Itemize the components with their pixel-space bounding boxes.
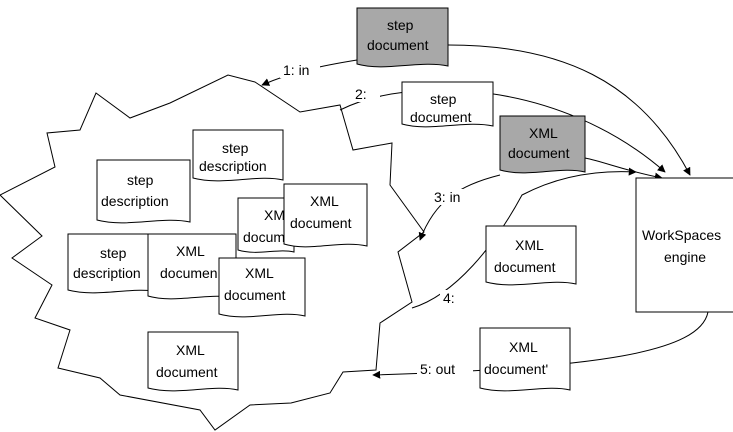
svg-text:document: document	[156, 364, 218, 380]
svg-text:XML: XML	[176, 243, 205, 259]
svg-text:step: step	[100, 245, 127, 261]
store-xml-document-3: XML document	[283, 183, 368, 248]
store-step-description-2: step description	[96, 159, 191, 224]
svg-text:description: description	[101, 193, 169, 209]
doc-step-document-in: step document	[356, 7, 449, 68]
engine-label-line1: WorkSpaces	[642, 227, 721, 243]
svg-text:description: description	[199, 158, 267, 174]
svg-text:XML: XML	[310, 193, 339, 209]
svg-text:docum: docum	[243, 229, 285, 245]
svg-text:XML: XML	[245, 265, 274, 281]
svg-text:document: document	[494, 259, 556, 275]
svg-text:step: step	[222, 140, 249, 156]
edge-label-2: 2:	[355, 86, 367, 102]
workspaces-engine	[635, 177, 733, 313]
edge-4	[411, 167, 637, 309]
doc-xml-document-4: XML document	[485, 225, 577, 286]
svg-text:document': document'	[484, 361, 548, 377]
edge-xml-to-engine	[584, 157, 663, 181]
svg-text:documen: documen	[160, 265, 218, 281]
engine-label-line2: engine	[664, 249, 706, 265]
store-xml-document-4: XML document	[218, 257, 306, 318]
doc-xml-document-gray: XML document	[499, 115, 586, 174]
store-xml-document-1: XML documen	[147, 233, 237, 300]
doc-xml-document-out: XML document'	[479, 327, 571, 392]
store-step-description-1: step description	[192, 129, 284, 182]
svg-text:document: document	[224, 287, 286, 303]
svg-text:step: step	[127, 172, 154, 188]
svg-text:XML: XML	[509, 339, 538, 355]
svg-text:document: document	[367, 37, 429, 53]
store-xml-document-5: XML document	[147, 331, 239, 392]
edge-label-1: 1: in	[283, 62, 309, 78]
edge-label-5: 5: out	[420, 361, 455, 377]
svg-text:step: step	[430, 91, 457, 107]
doc-step-document-2: step document	[401, 81, 494, 128]
store-step-description-3: step description	[67, 233, 161, 294]
svg-text:XML: XML	[529, 125, 558, 141]
edge-label-4: 4:	[443, 290, 455, 306]
svg-text:document: document	[508, 145, 570, 161]
svg-text:description: description	[73, 265, 141, 281]
svg-text:document: document	[290, 215, 352, 231]
svg-text:XML: XML	[176, 342, 205, 358]
svg-text:step: step	[387, 17, 414, 33]
svg-text:XML: XML	[515, 237, 544, 253]
svg-text:document: document	[410, 109, 472, 125]
edge-step-to-engine	[447, 44, 691, 176]
edge-label-3: 3: in	[434, 189, 460, 205]
